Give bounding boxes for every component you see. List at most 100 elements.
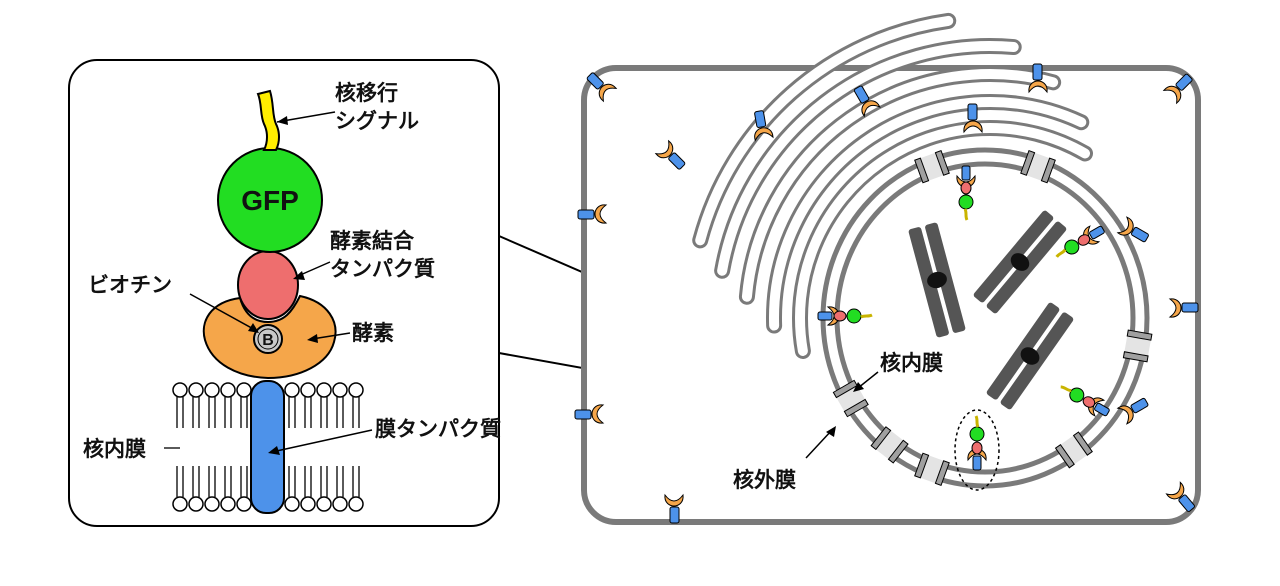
surface-receptor bbox=[574, 404, 605, 424]
lipid-head bbox=[300, 496, 316, 512]
receptor-enzyme bbox=[1162, 85, 1182, 105]
er-cisterna-2-lumen bbox=[769, 97, 1087, 331]
membrane-protein-label: 膜タンパク質 bbox=[375, 417, 501, 441]
enzyme-label: 酵素 bbox=[352, 321, 394, 345]
surface-receptor bbox=[1168, 298, 1199, 318]
lipid-head bbox=[316, 496, 332, 512]
pore-wall bbox=[914, 157, 930, 184]
receptor-enzyme bbox=[963, 120, 983, 134]
receptor-membrane-protein bbox=[586, 72, 604, 90]
receptor-membrane-protein bbox=[754, 110, 767, 128]
biotin-symbol: B bbox=[262, 332, 274, 349]
fusion-protein-complex bbox=[1055, 225, 1105, 258]
lipid-head bbox=[348, 496, 364, 512]
inset-inner-membrane-label: 核内膜 bbox=[83, 437, 146, 461]
receptor-membrane-protein bbox=[1175, 73, 1193, 91]
receptor-enzyme bbox=[1116, 216, 1134, 236]
biotin-label: ビオチン bbox=[88, 273, 172, 297]
mini-membrane-protein bbox=[1094, 402, 1110, 417]
lipid-head bbox=[236, 382, 252, 398]
pore-wall bbox=[1126, 329, 1153, 341]
receptor-enzyme bbox=[1165, 481, 1185, 500]
inner-membrane-arrowhead bbox=[853, 382, 864, 392]
mini-binding-protein bbox=[1082, 396, 1096, 408]
lipid-head bbox=[316, 382, 332, 398]
enzyme-leader-line bbox=[311, 332, 351, 340]
nuclear-pore bbox=[1020, 150, 1056, 184]
surface-receptor bbox=[1116, 397, 1149, 425]
membrane-protein bbox=[250, 380, 285, 514]
receptor-membrane-protein bbox=[574, 409, 592, 420]
biotin-inner-ring bbox=[257, 328, 279, 350]
pore-wall bbox=[1054, 443, 1075, 469]
nuclear-pore bbox=[1122, 329, 1153, 363]
receptor-enzyme bbox=[591, 404, 605, 424]
receptor-membrane-protein bbox=[1178, 494, 1195, 512]
surface-receptor bbox=[664, 493, 684, 524]
endoplasmic-reticulum bbox=[692, 12, 1093, 359]
ebp-arrowhead bbox=[293, 271, 305, 280]
mini-gfp bbox=[969, 426, 985, 442]
mini-gfp bbox=[958, 194, 974, 210]
nuclear-pore bbox=[1054, 431, 1093, 469]
gfp-label: GFP bbox=[241, 185, 299, 216]
pore-wall bbox=[934, 460, 950, 486]
inset-panel: B GFP 核移行 シグナル 酵素結合 タンパク質 ビオチン 酵素 膜タンパク質… bbox=[68, 59, 501, 527]
receptor-membrane-protein bbox=[668, 152, 686, 170]
nuclear-pore bbox=[914, 150, 950, 184]
mini-binding-protein bbox=[971, 441, 983, 455]
mini-membrane-protein bbox=[972, 455, 982, 471]
pore-wall bbox=[914, 452, 930, 479]
nls-label-line2: シグナル bbox=[335, 109, 419, 133]
centromere bbox=[1020, 347, 1040, 365]
ebp-leader-line bbox=[297, 261, 331, 277]
surface-receptor bbox=[1116, 216, 1149, 243]
mini-binding-protein bbox=[1077, 234, 1091, 246]
inner-membrane-leader-line bbox=[857, 371, 879, 389]
fusion-protein-complex bbox=[817, 306, 873, 326]
mini-membrane-protein bbox=[961, 165, 971, 181]
nuclear-fusion-proteins bbox=[817, 165, 1110, 471]
membrane-protein-leader-line bbox=[271, 429, 373, 453]
mini-nls bbox=[860, 313, 873, 319]
er-cisterna-outermost-lumen bbox=[695, 15, 954, 246]
surface-receptor bbox=[754, 110, 774, 142]
lipid-bilayer bbox=[164, 382, 364, 512]
lipid-head bbox=[188, 382, 204, 398]
chromosome bbox=[986, 302, 1074, 410]
er-cisterna-4-lumen bbox=[717, 41, 1019, 276]
outer-membrane-arrowhead bbox=[826, 426, 836, 437]
inner-nuclear-membrane bbox=[834, 161, 1136, 475]
nuclear-envelope bbox=[820, 147, 1150, 489]
mini-gfp bbox=[846, 308, 862, 324]
receptor-enzyme bbox=[594, 204, 608, 224]
enzyme-binding-protein bbox=[237, 250, 299, 320]
receptor-membrane-protein bbox=[1131, 226, 1149, 243]
lipid-head bbox=[348, 382, 364, 398]
mini-nls bbox=[963, 208, 969, 221]
receptor-enzyme bbox=[861, 100, 881, 118]
mini-membrane-protein bbox=[817, 311, 833, 321]
mini-nls bbox=[1060, 385, 1072, 393]
lipid-head bbox=[204, 496, 220, 512]
inner-membrane-label: 核内膜 bbox=[880, 351, 943, 375]
surface-receptor bbox=[586, 72, 618, 103]
chromosomes bbox=[908, 210, 1074, 410]
receptor-membrane-protein bbox=[967, 103, 978, 121]
receptor-membrane-protein bbox=[1032, 63, 1043, 81]
receptor-enzyme bbox=[1028, 80, 1048, 94]
pore-wall bbox=[832, 379, 858, 399]
pore-wall bbox=[1040, 157, 1056, 184]
nls-arrowhead bbox=[277, 116, 288, 125]
receptor-membrane-protein bbox=[853, 85, 870, 104]
lipid-head bbox=[332, 496, 348, 512]
centromere bbox=[1010, 253, 1030, 271]
fusion-protein-complex bbox=[1060, 385, 1110, 417]
enzyme-arrowhead bbox=[307, 334, 318, 343]
nuclear-pore bbox=[832, 379, 869, 418]
nuclear-pore bbox=[870, 426, 909, 464]
lipid-head bbox=[284, 382, 300, 398]
receptor-membrane-protein bbox=[669, 506, 680, 524]
nuclear-pore bbox=[914, 452, 950, 486]
